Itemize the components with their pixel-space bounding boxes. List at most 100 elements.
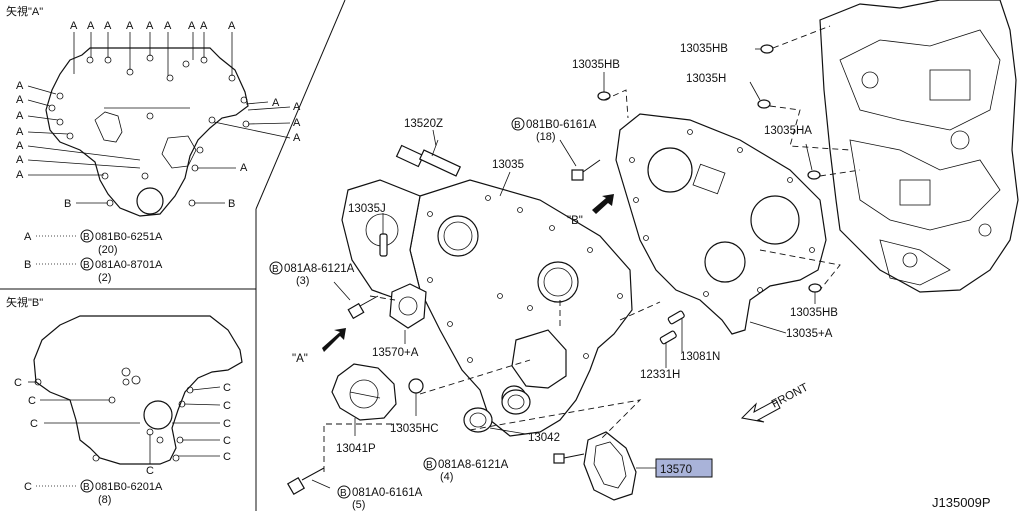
label-13570A: 13570+A (372, 347, 419, 359)
view-b-cover-outline (33, 315, 243, 465)
svg-text:A: A (272, 97, 280, 109)
svg-text:B: B (83, 260, 90, 271)
label-bolt-081B0-6161A: 081B0-6161A (526, 119, 597, 131)
svg-text:081B0-6251A: 081B0-6251A (95, 231, 163, 243)
svg-text:(5): (5) (352, 499, 365, 511)
svg-text:A: A (87, 20, 95, 32)
svg-text:A: A (188, 20, 196, 32)
label-13035HA: 13035HA (764, 125, 812, 137)
label-view-a-arrow: "A" (292, 353, 308, 365)
svg-text:A: A (16, 140, 24, 152)
label-13035HB-top: 13035HB (572, 59, 620, 71)
label-13035A: 13035+A (786, 328, 833, 340)
bolt-081A8-6121A-top (333, 281, 379, 320)
label-13035HB-lower: 13035HB (790, 307, 838, 319)
svg-text:C: C (28, 395, 36, 407)
svg-text:C: C (223, 418, 231, 430)
svg-text:B: B (83, 482, 90, 493)
svg-text:A: A (16, 94, 24, 106)
label-13035J: 13035J (348, 203, 386, 215)
svg-text:A: A (104, 20, 112, 32)
svg-text:C: C (14, 377, 22, 389)
label-13041P: 13041P (336, 443, 376, 455)
label-13035HC: 13035HC (390, 423, 439, 435)
label-bolt-081A0-6161A: 081A0-6161A (352, 487, 423, 499)
label-13042: 13042 (528, 432, 560, 444)
svg-text:A: A (16, 126, 24, 138)
svg-text:(4): (4) (440, 471, 453, 483)
svg-text:(8): (8) (98, 494, 111, 506)
label-13520Z: 13520Z (404, 118, 443, 130)
svg-text:A: A (16, 154, 24, 166)
svg-text:A: A (16, 80, 24, 92)
view-a-legend: A B 081B0-6251A (20) B B 081A0-8701A (2) (24, 229, 163, 284)
svg-text:C: C (223, 382, 231, 394)
label-13081N: 13081N (680, 351, 720, 363)
svg-text:B: B (340, 488, 347, 499)
svg-text:(20): (20) (98, 244, 118, 256)
view-a-inset: 矢視"A" (6, 4, 301, 284)
svg-text:A: A (293, 117, 301, 129)
gasket-13570 (583, 431, 637, 501)
panel-frame (0, 0, 346, 511)
svg-text:C: C (146, 465, 154, 477)
label-12331H: 12331H (640, 369, 680, 381)
tensioner-13520Z (395, 139, 462, 177)
oring-13035HC (408, 378, 424, 416)
label-13035HB-right: 13035HB (680, 43, 728, 55)
label-view-b-arrow: "B" (567, 215, 583, 227)
view-a-arrow (322, 328, 346, 352)
svg-text:C: C (24, 481, 32, 493)
diagram-id: J135009P (932, 495, 991, 510)
svg-text:A: A (16, 110, 24, 122)
svg-text:A: A (240, 162, 248, 174)
svg-text:A: A (16, 169, 24, 181)
svg-text:A: A (293, 101, 301, 113)
view-b-title: 矢視"B" (6, 295, 43, 309)
front-timing-cover (409, 179, 633, 437)
svg-text:B: B (514, 120, 521, 131)
dashed-guides (323, 25, 861, 472)
label-13035H: 13035H (686, 73, 726, 85)
view-a-title: 矢視"A" (6, 4, 43, 18)
svg-text:B: B (426, 460, 433, 471)
svg-text:A: A (70, 20, 78, 32)
dowel-13035J (379, 213, 388, 257)
svg-text:C: C (30, 418, 38, 430)
svg-text:A: A (228, 20, 236, 32)
svg-text:A: A (24, 231, 32, 243)
engine-block (819, 0, 1019, 293)
svg-text:081B0-6201A: 081B0-6201A (95, 481, 163, 493)
svg-text:C: C (223, 400, 231, 412)
bolt-081B0-6161A (559, 139, 601, 181)
svg-text:081A0-8701A: 081A0-8701A (95, 259, 163, 271)
svg-text:A: A (164, 20, 172, 32)
bolt-081A0-6161A (286, 467, 331, 496)
cover-13041P (331, 363, 397, 436)
svg-text:B: B (272, 264, 279, 275)
svg-text:(18): (18) (536, 131, 556, 143)
svg-text:C: C (223, 451, 231, 463)
label-front: FRONT (770, 381, 811, 410)
svg-text:B: B (228, 198, 235, 210)
svg-text:(2): (2) (98, 272, 111, 284)
svg-text:C: C (223, 435, 231, 447)
svg-text:B: B (64, 198, 71, 210)
svg-text:A: A (126, 20, 134, 32)
svg-text:A: A (146, 20, 154, 32)
view-b-letters: CC CC CC CC C (14, 377, 231, 477)
label-bolt-081A8-6121A-bottom: 081A8-6121A (438, 459, 509, 471)
svg-text:(3): (3) (296, 275, 309, 287)
label-13035: 13035 (492, 159, 524, 171)
gasket-13570A (389, 283, 427, 344)
svg-text:B: B (24, 259, 31, 271)
bolt-081A8-6121A-bottom (553, 453, 585, 464)
view-b-legend: C B 081B0-6201A (8) (24, 479, 163, 506)
rear-timing-cover (615, 113, 827, 335)
view-b-arrow (592, 194, 614, 214)
svg-text:A: A (200, 20, 208, 32)
svg-text:B: B (83, 232, 90, 243)
